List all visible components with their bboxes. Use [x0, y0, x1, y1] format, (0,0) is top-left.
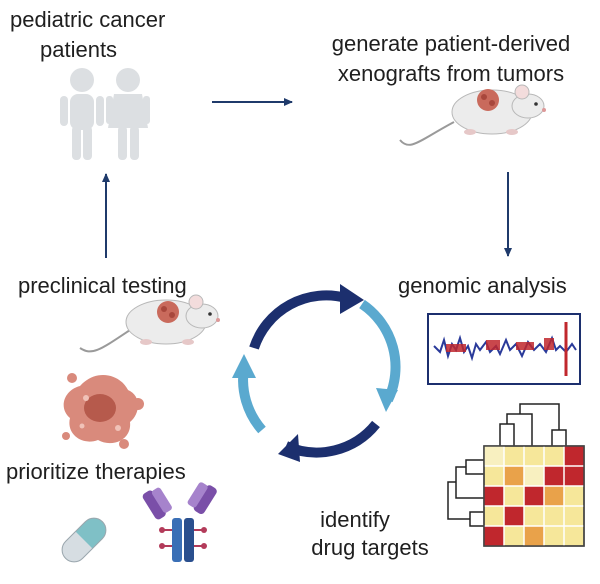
cycle-arrows-icon — [232, 284, 401, 462]
pill-capsule-icon — [61, 517, 107, 563]
prioritize-therapies-label: prioritize therapies — [6, 459, 186, 484]
genomic-plot-icon — [427, 313, 581, 385]
tumor-cells-icon — [62, 373, 144, 449]
xeno-label-line2: xenografts from tumors — [337, 61, 565, 86]
heatmap-dendrogram-icon — [447, 403, 585, 547]
patients-label-line2: patients — [40, 37, 118, 62]
genomic-analysis-label: genomic analysis — [398, 273, 567, 298]
xeno-label-line1: generate patient-derived — [331, 31, 571, 56]
antibody-icon — [142, 482, 217, 562]
identify-label-line1: identify — [320, 507, 390, 532]
identify-label-line2: drug targets — [311, 535, 429, 560]
preclinical-testing-label: preclinical testing — [18, 273, 187, 298]
mouse-with-tumor-icon — [79, 294, 220, 353]
children-silhouettes-icon — [60, 68, 150, 160]
patients-label-line1: pediatric cancer — [10, 7, 166, 32]
mouse-with-tumor-icon — [399, 84, 546, 146]
